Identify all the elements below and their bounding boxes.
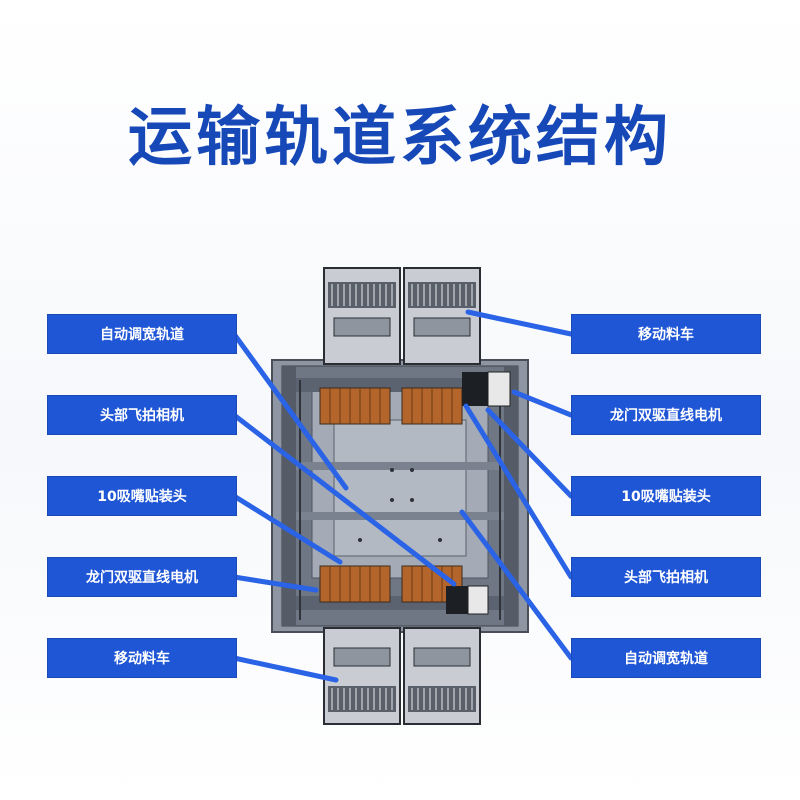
leader-right-4 [463,403,574,580]
label-mobile-feeder-cart-left: 移动料车 [47,638,237,678]
label-10-nozzle-head-right: 10吸嘴贴装头 [571,476,761,516]
label-head-flying-camera-left: 头部飞拍相机 [47,395,237,435]
label-gantry-linear-motor-right: 龙门双驱直线电机 [571,395,761,435]
label-head-flying-camera-right: 头部飞拍相机 [571,557,761,597]
leader-right-1 [465,309,574,337]
leader-right-2 [511,389,574,418]
label-auto-width-rail-right: 自动调宽轨道 [571,638,761,678]
leader-right-5 [459,509,574,661]
label-10-nozzle-head-left: 10吸嘴贴装头 [47,476,237,516]
leader-left-2 [231,412,457,587]
label-auto-width-rail-left: 自动调宽轨道 [47,314,237,354]
page-title: 运输轨道系统结构 [128,101,672,175]
leader-left-1 [231,331,349,491]
label-gantry-linear-motor-left: 龙门双驱直线电机 [47,557,237,597]
leader-left-5 [231,655,339,683]
leader-right-3 [485,407,574,499]
leader-left-3 [231,493,343,565]
leader-left-4 [231,574,319,593]
label-mobile-feeder-cart-right: 移动料车 [571,314,761,354]
